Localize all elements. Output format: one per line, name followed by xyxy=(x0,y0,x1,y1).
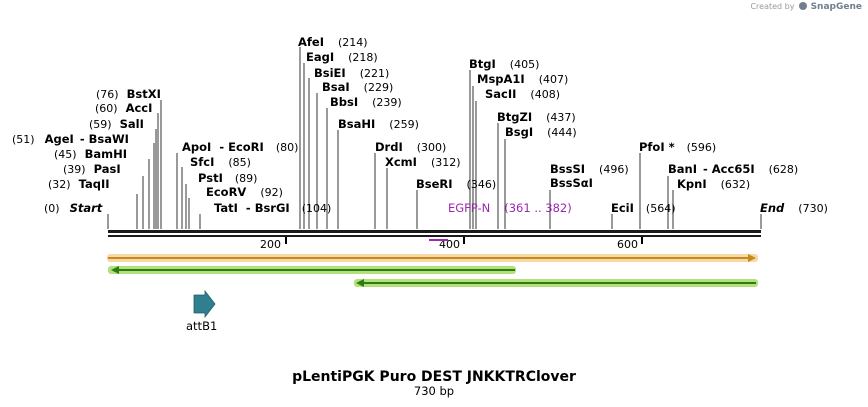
credit-prefix: Created by xyxy=(750,2,795,11)
site-mspa1i: MspA1I(407) xyxy=(477,72,568,86)
site-drdi: DrdI(300) xyxy=(375,140,446,154)
backbone xyxy=(108,230,761,237)
site-kpni: KpnI(632) xyxy=(677,177,750,191)
green-feature-arrow-2 xyxy=(354,279,758,287)
site-ecorv: EcoRV(92) xyxy=(206,185,283,199)
feature-egfp-label: EGFP-N(361 .. 382) xyxy=(448,201,572,215)
credit: Created by SnapGene xyxy=(750,2,862,12)
orange-arrowhead-icon xyxy=(748,254,756,262)
egfp-primer-bar xyxy=(429,239,448,241)
site-leader-lines xyxy=(107,47,762,229)
site-agei: (51)AgeI-BsaWI xyxy=(12,132,129,146)
ruler-label-200: 200 xyxy=(260,238,281,251)
site-bstxi: (76)BstXI xyxy=(96,87,161,101)
site-taqii: (32)TaqII xyxy=(48,177,110,191)
map-title: pLentiPGK Puro DEST JNKKTRClover xyxy=(292,369,576,385)
site-tati: TatI-BsrGI(104) xyxy=(214,201,331,215)
site-psti: PstI(89) xyxy=(198,171,257,185)
start-label: (0)Start xyxy=(44,201,103,215)
site-labels: (51)AgeI-BsaWI (76)BstXI (60)AccI (59)Sa… xyxy=(12,35,828,215)
site-pfoi: PfoI *(596) xyxy=(639,140,716,154)
site-bani: BanI-Acc65I(628) xyxy=(668,162,798,176)
green-arrowhead-left-2-icon xyxy=(356,279,364,287)
attb-arrow-icon xyxy=(193,289,216,319)
backbone-bottom-strand xyxy=(108,235,761,237)
site-eagi: EagI(218) xyxy=(306,50,378,64)
site-acci: (60)AccI xyxy=(95,101,152,115)
site-apoi: ApoI-EcoRI(80) xyxy=(182,140,298,154)
site-btgi: BtgI(405) xyxy=(469,57,539,71)
site-ecii: EciI(564) xyxy=(611,201,676,215)
site-bsssi: BssSI(496) xyxy=(550,162,629,176)
site-bseri: BseRI(346) xyxy=(416,177,496,191)
orange-feature-arrow xyxy=(107,254,758,262)
credit-brand: SnapGene xyxy=(810,2,862,12)
site-bsiei: BsiEI(221) xyxy=(314,66,389,80)
snapgene-logo-icon xyxy=(799,2,808,10)
site-afei: AfeI(214) xyxy=(298,35,368,49)
end-label: End(730) xyxy=(760,201,828,215)
site-bsssai: BssSαI xyxy=(550,176,593,190)
site-btgzi: BtgZI(437) xyxy=(497,110,576,124)
site-xcmi: XcmI(312) xyxy=(385,155,461,169)
green-arrowhead-left-icon xyxy=(111,266,119,274)
site-sacii: SacII(408) xyxy=(485,87,560,101)
map-length: 730 bp xyxy=(414,384,454,398)
site-bbsi: BbsI(239) xyxy=(330,95,402,109)
site-sali: (59)SalI xyxy=(89,117,144,131)
site-pasi: (39)PasI xyxy=(63,162,121,176)
ruler-label-400: 400 xyxy=(439,238,460,251)
site-bsahi: BsaHI(259) xyxy=(338,117,419,131)
site-bsgi: BsgI(444) xyxy=(505,125,577,139)
site-bsai: BsaI(229) xyxy=(322,80,393,94)
site-bamhi: (45)BamHI xyxy=(54,147,127,161)
ruler-label-600: 600 xyxy=(617,238,638,251)
backbone-top-strand xyxy=(108,230,761,233)
attb1-feature: attB1 xyxy=(186,289,217,333)
site-sfci: SfcI(85) xyxy=(190,155,251,169)
ruler: 200 400 600 xyxy=(260,237,643,251)
attb1-label: attB1 xyxy=(186,319,217,333)
green-feature-arrow-1 xyxy=(108,266,516,274)
